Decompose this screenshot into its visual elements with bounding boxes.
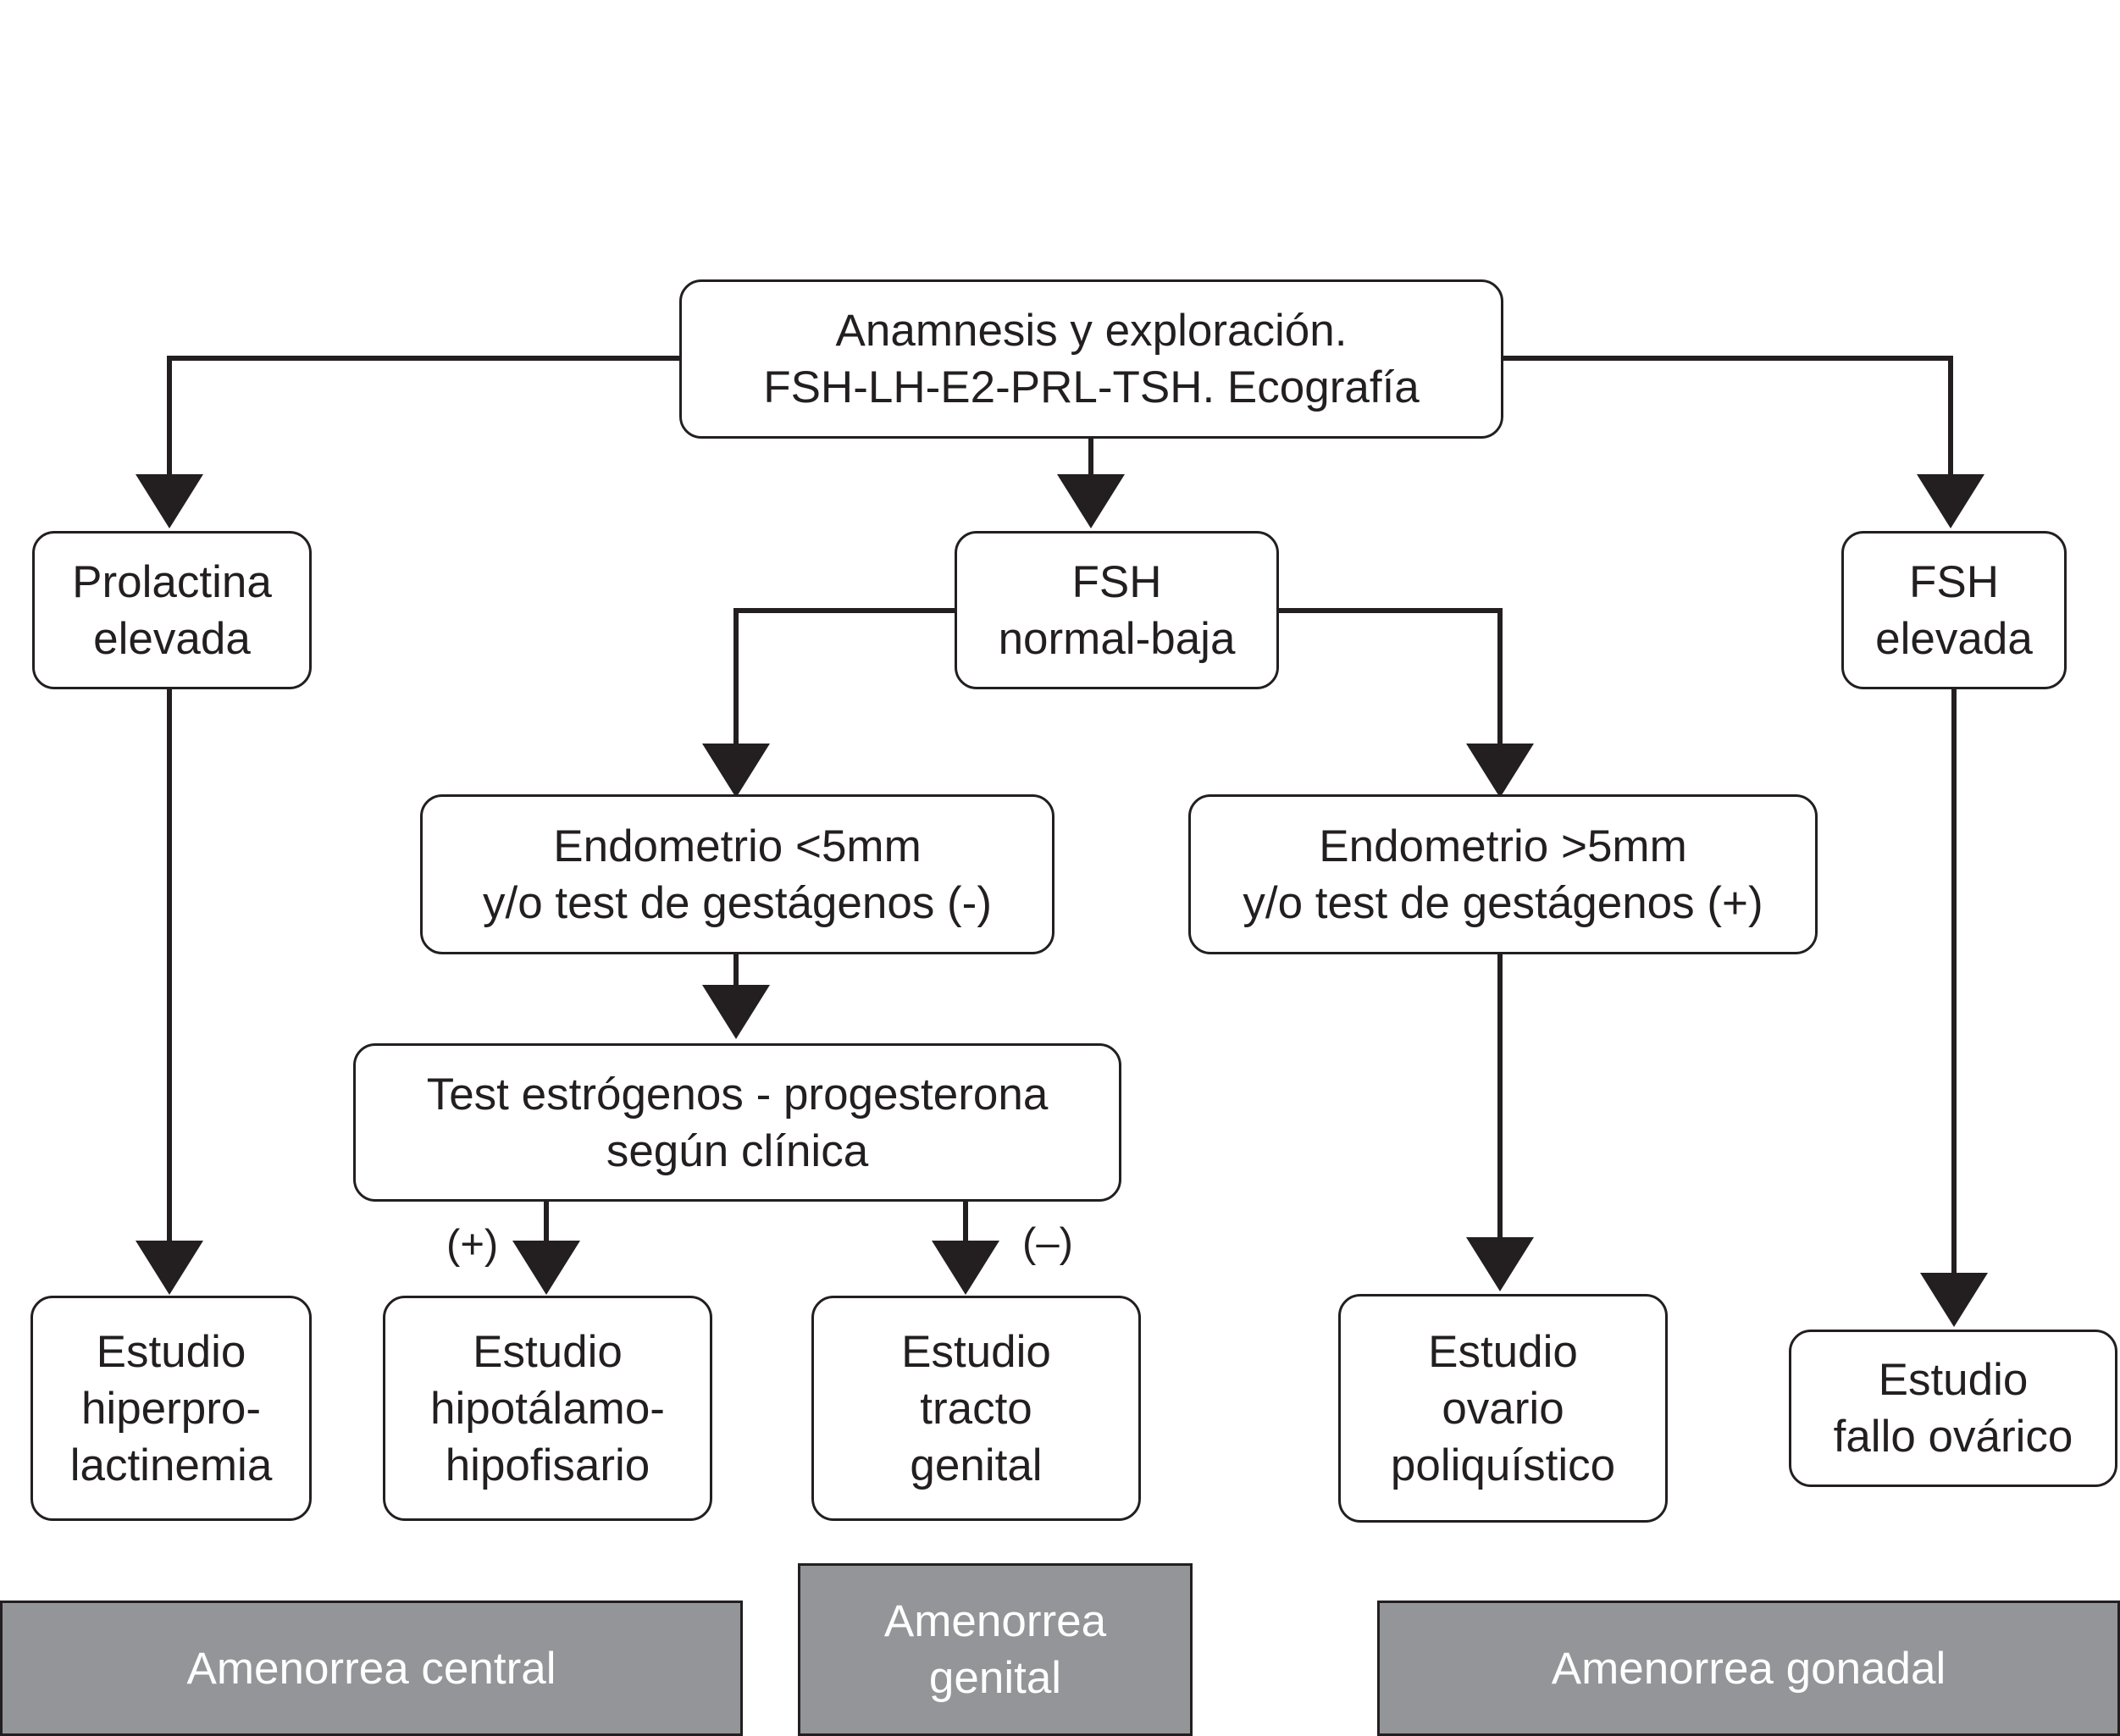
node-endo-high-line2: y/o test de gestágenos (+) [1243, 877, 1763, 928]
node-endometrio-mayor-5mm: Endometrio >5mm y/o test de gestágenos (… [1188, 794, 1818, 954]
node-fallo-line2: fallo ovárico [1833, 1412, 2073, 1462]
node-hiperpro-line1: Estudio [96, 1326, 246, 1377]
node-fsh-normal-line1: FSH [1071, 556, 1162, 607]
node-tracto-line2: tracto [920, 1383, 1032, 1434]
category-amenorrea-genital: Amenorrea genital [798, 1563, 1193, 1736]
category-amenorrea-gonadal: Amenorrea gonadal [1377, 1601, 2120, 1736]
node-test-line1: Test estrógenos - progesterona [426, 1069, 1049, 1120]
arrowhead-fsh-elevada [1917, 474, 1984, 528]
node-ovario-line2: ovario [1442, 1383, 1564, 1434]
edge-label-negative: (–) [1022, 1220, 1073, 1266]
arrowhead-fsh-normal [1057, 474, 1125, 528]
node-prolactina-line1: Prolactina [72, 556, 272, 607]
node-fallo-line1: Estudio [1878, 1355, 2029, 1405]
edge-label-positive: (+) [446, 1222, 499, 1268]
node-prolactina-elevada: Prolactina elevada [32, 531, 312, 689]
arrowhead-tracto [932, 1241, 999, 1295]
node-endometrio-menor-5mm: Endometrio <5mm y/o test de gestágenos (… [420, 794, 1054, 954]
arrowhead-prolactina [136, 474, 203, 528]
node-fsh-elevada-line2: elevada [1875, 613, 2033, 664]
arrowhead-endo-low [702, 744, 770, 798]
node-anamnesis-line2: FSH-LH-E2-PRL-TSH. Ecografía [763, 362, 1420, 412]
node-fsh-normal-line2: normal-baja [998, 613, 1236, 664]
node-test-estrogenos-progesterona: Test estrógenos - progesterona según clí… [353, 1043, 1121, 1202]
node-ovario-line3: poliquístico [1390, 1440, 1616, 1490]
arrowhead-hipotalamo [512, 1241, 580, 1295]
node-hipot-line2: hipotálamo- [430, 1383, 665, 1434]
node-endo-low-line2: y/o test de gestágenos (-) [483, 877, 992, 928]
node-anamnesis: Anamnesis y exploración. FSH-LH-E2-PRL-T… [679, 279, 1503, 439]
node-fsh-elevada-line1: FSH [1909, 556, 1999, 607]
arrowhead-hiperpro [136, 1241, 203, 1295]
arrowhead-test [702, 985, 770, 1039]
arrowhead-ovario [1466, 1237, 1534, 1291]
category-gonadal-label: Amenorrea gonadal [1551, 1643, 1946, 1694]
category-genital-line1: Amenorrea [883, 1596, 1107, 1646]
node-endo-high-line1: Endometrio >5mm [1319, 821, 1687, 871]
node-estudio-hipotalamo-hipofisario: Estudio hipotálamo- hipofisario [383, 1296, 712, 1521]
node-tracto-line3: genital [910, 1440, 1043, 1490]
node-estudio-tracto-genital: Estudio tracto genital [811, 1296, 1141, 1521]
node-hipot-line3: hipofisario [445, 1440, 650, 1490]
node-estudio-ovario-poliquistico: Estudio ovario poliquístico [1338, 1294, 1668, 1523]
connector-start-to-fsh-elevada [1503, 356, 1953, 474]
arrowhead-fallo [1920, 1273, 1988, 1327]
node-hipot-line1: Estudio [473, 1326, 623, 1377]
node-anamnesis-line1: Anamnesis y exploración. [835, 306, 1348, 356]
node-fsh-elevada: FSH elevada [1841, 531, 2067, 689]
node-fsh-normal-baja: FSH normal-baja [955, 531, 1279, 689]
connector-fsh-to-endo-low [733, 608, 955, 744]
node-hiperpro-line3: lactinemia [69, 1440, 273, 1490]
category-central-label: Amenorrea central [186, 1643, 556, 1694]
connector-start-to-prolactina [167, 356, 679, 474]
category-genital-line2: genital [928, 1653, 1062, 1703]
node-ovario-line1: Estudio [1428, 1326, 1578, 1377]
node-test-line2: según clínica [606, 1125, 869, 1176]
node-estudio-fallo-ovarico: Estudio fallo ovárico [1789, 1330, 2117, 1487]
category-amenorrea-central: Amenorrea central [0, 1601, 743, 1736]
node-endo-low-line1: Endometrio <5mm [553, 821, 922, 871]
node-hiperpro-line2: hiperpro- [80, 1383, 262, 1434]
node-tracto-line1: Estudio [901, 1326, 1051, 1377]
connector-fsh-to-endo-high [1279, 608, 1503, 744]
node-estudio-hiperprolactinemia: Estudio hiperpro- lactinemia [30, 1296, 312, 1521]
arrowhead-endo-high [1466, 744, 1534, 798]
node-prolactina-line2: elevada [93, 613, 251, 664]
